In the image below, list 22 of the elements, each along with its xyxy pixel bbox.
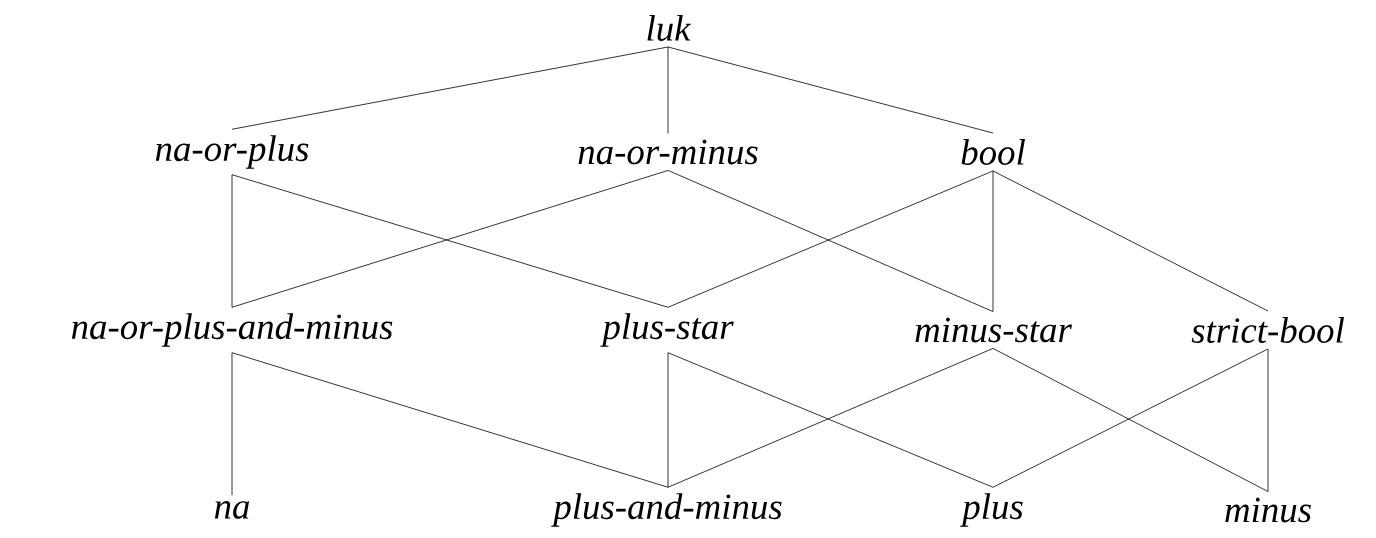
connector-line	[231, 174, 233, 308]
node-label: minus-star	[915, 317, 1072, 343]
node-label: minus	[1225, 497, 1311, 523]
node-label: na-or-plus-and-minus	[71, 313, 393, 347]
node-label: plus	[960, 493, 1023, 527]
node-label: strict-bool	[1191, 317, 1344, 343]
node-label: bool	[961, 139, 1025, 165]
connector-line	[231, 46, 669, 130]
connector-line	[992, 170, 1269, 312]
connector-line	[667, 352, 669, 488]
node-label: plus-and-minus	[551, 493, 782, 527]
connector-line	[1267, 348, 1269, 492]
node-label: luk	[647, 15, 692, 41]
node-label: na-or-plus	[155, 135, 309, 169]
node-label: plus-star	[600, 313, 734, 347]
connector-line	[231, 352, 669, 488]
connector-line	[231, 352, 233, 496]
node-label: na	[214, 501, 250, 519]
connector-line	[992, 170, 994, 312]
node-label: na-or-minus	[578, 139, 758, 165]
connector-line	[667, 46, 994, 134]
connector-line	[667, 46, 669, 134]
